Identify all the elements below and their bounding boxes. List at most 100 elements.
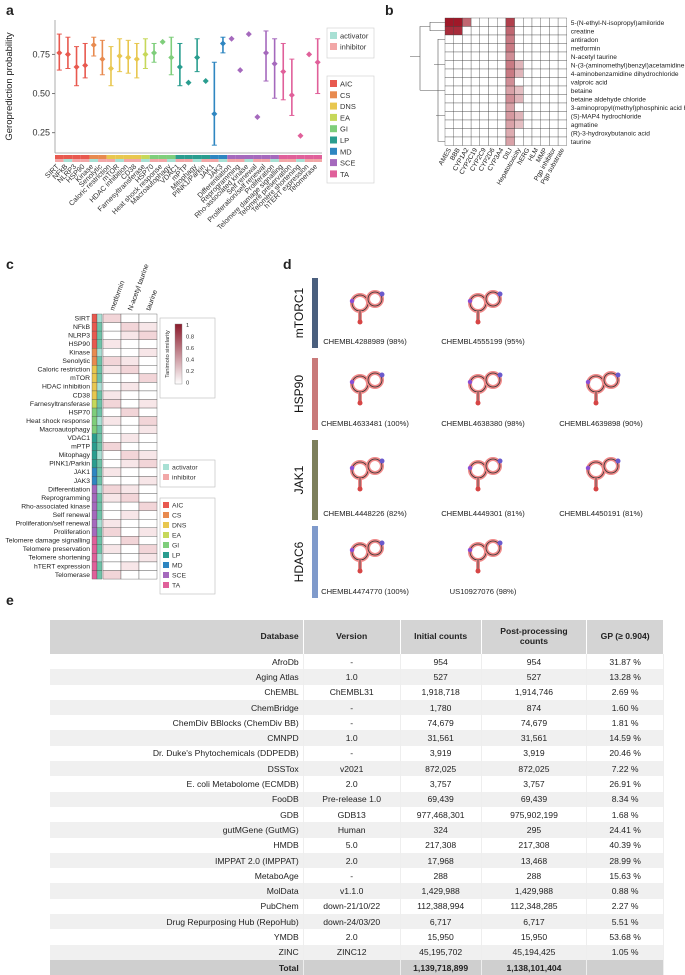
heatmap-cell	[470, 77, 480, 87]
activity-strip-cell	[96, 365, 103, 375]
colorbar-tick-label: 1	[186, 323, 189, 329]
row-label: Heat shock response	[26, 418, 90, 425]
heatmap-cell	[514, 43, 524, 53]
heatmap-cell	[488, 85, 498, 95]
data-point	[168, 54, 175, 61]
data-point	[151, 49, 158, 56]
heatmap-cell	[444, 94, 454, 104]
heatmap-cell	[523, 94, 533, 104]
heatmap-cell	[505, 102, 515, 112]
heatmap-cell	[497, 111, 507, 121]
activity-strip-cell	[287, 159, 297, 162]
heatmap-cell	[523, 136, 533, 146]
heatmap-cell	[462, 102, 472, 112]
heatmap-cell	[470, 128, 480, 138]
heatmap-cell	[453, 136, 463, 146]
target-name: HSP90	[292, 375, 306, 413]
row-label: Kinase	[69, 350, 90, 357]
heatmap-cell	[138, 519, 158, 528]
cell-initial-counts: 872,025	[400, 761, 482, 777]
heatmap-cell	[138, 484, 158, 494]
legend-label: DNS	[340, 102, 356, 111]
heatmap-cell	[453, 111, 463, 121]
heatmap-cell	[540, 26, 550, 36]
molecule-atom	[349, 379, 355, 385]
activity-strip-cell	[192, 159, 202, 162]
legend-swatch	[330, 102, 337, 110]
heatmap-cell	[470, 51, 480, 61]
heatmap-cell	[557, 111, 567, 121]
heatmap-cell	[453, 60, 463, 70]
data-point	[125, 54, 132, 61]
heatmap-cell	[120, 459, 140, 469]
group-strip-cell	[91, 373, 98, 383]
heatmap-cell	[488, 51, 498, 61]
colorbar	[174, 323, 183, 385]
cell-version: 2.0	[303, 929, 401, 945]
heatmap-cell	[138, 510, 158, 520]
legend-swatch	[163, 542, 169, 548]
heatmap-cell	[523, 26, 533, 36]
data-point	[107, 65, 114, 72]
data-point	[64, 51, 71, 58]
heatmap-cell	[540, 119, 550, 129]
colorbar-tick-label: 0.4	[186, 358, 195, 364]
group-strip-cell	[158, 155, 167, 159]
cell-post-processing-counts: 872,025	[481, 761, 588, 777]
cell-database: GDB	[50, 806, 304, 823]
cell-post-processing-counts: 6,717	[481, 914, 588, 930]
activity-strip-cell	[123, 159, 133, 162]
heatmap-cell	[523, 111, 533, 121]
panel-label-d: d	[283, 256, 292, 272]
row-label: Macroautophagy	[39, 426, 90, 433]
table-header-row: Database Version Initial counts Post-pro…	[50, 620, 664, 654]
cell-gp: 15.63 %	[586, 868, 664, 884]
activity-strip-cell	[313, 159, 322, 162]
heatmap-cell	[488, 77, 498, 87]
cell-version: 2.0	[303, 852, 401, 869]
molecule-atom	[475, 568, 481, 574]
heatmap-cell	[514, 102, 524, 112]
heatmap-cell	[523, 102, 533, 112]
cell-gp: 8.34 %	[586, 791, 664, 807]
target-bar	[312, 278, 318, 348]
heatmap-cell	[470, 34, 480, 44]
molecule-ring	[469, 461, 487, 479]
heatmap-cell	[444, 51, 454, 61]
heatmap-cell	[120, 510, 140, 520]
data-point	[306, 51, 313, 58]
cell-initial-counts: 527	[400, 669, 482, 685]
group-strip-cell	[91, 407, 98, 417]
group-strip-cell	[91, 493, 98, 503]
heatmap-cell	[444, 85, 454, 95]
heatmap-cell	[531, 51, 541, 61]
heatmap-cell	[540, 136, 550, 146]
molecule-atom	[349, 298, 355, 304]
target-name: JAK1	[292, 465, 306, 494]
heatmap-cell	[138, 501, 158, 511]
dendrogram	[410, 21, 445, 142]
cell-initial-counts: 954	[400, 654, 482, 670]
heatmap-cell	[138, 570, 158, 580]
heatmap-cell	[102, 390, 122, 400]
group-strip-cell	[201, 155, 211, 159]
legend-label: activator	[172, 465, 198, 472]
row-label: 5-(N-ethyl-N-isopropyl)amiloride	[571, 20, 665, 27]
heatmap-cell	[557, 94, 567, 104]
activity-strip-cell	[96, 536, 103, 545]
cell-version: -	[303, 715, 401, 731]
heatmap-cell	[523, 51, 533, 61]
cell-initial-counts: 1,918,718	[400, 684, 482, 700]
heatmap-cell	[102, 348, 122, 357]
heatmap-cell	[470, 17, 480, 27]
cell-version: v2021	[303, 761, 401, 777]
group-strip-cell	[278, 155, 288, 159]
row-label: betaine aldehyde chloride	[571, 97, 646, 104]
molecule-ring	[367, 372, 383, 388]
heatmap-cell	[138, 433, 158, 443]
heatmap-cell	[505, 94, 515, 104]
cell-gp: 28.99 %	[586, 852, 664, 869]
table-row: Dr. Duke's Phytochemicals (DDPEDB)-3,919…	[50, 745, 664, 762]
